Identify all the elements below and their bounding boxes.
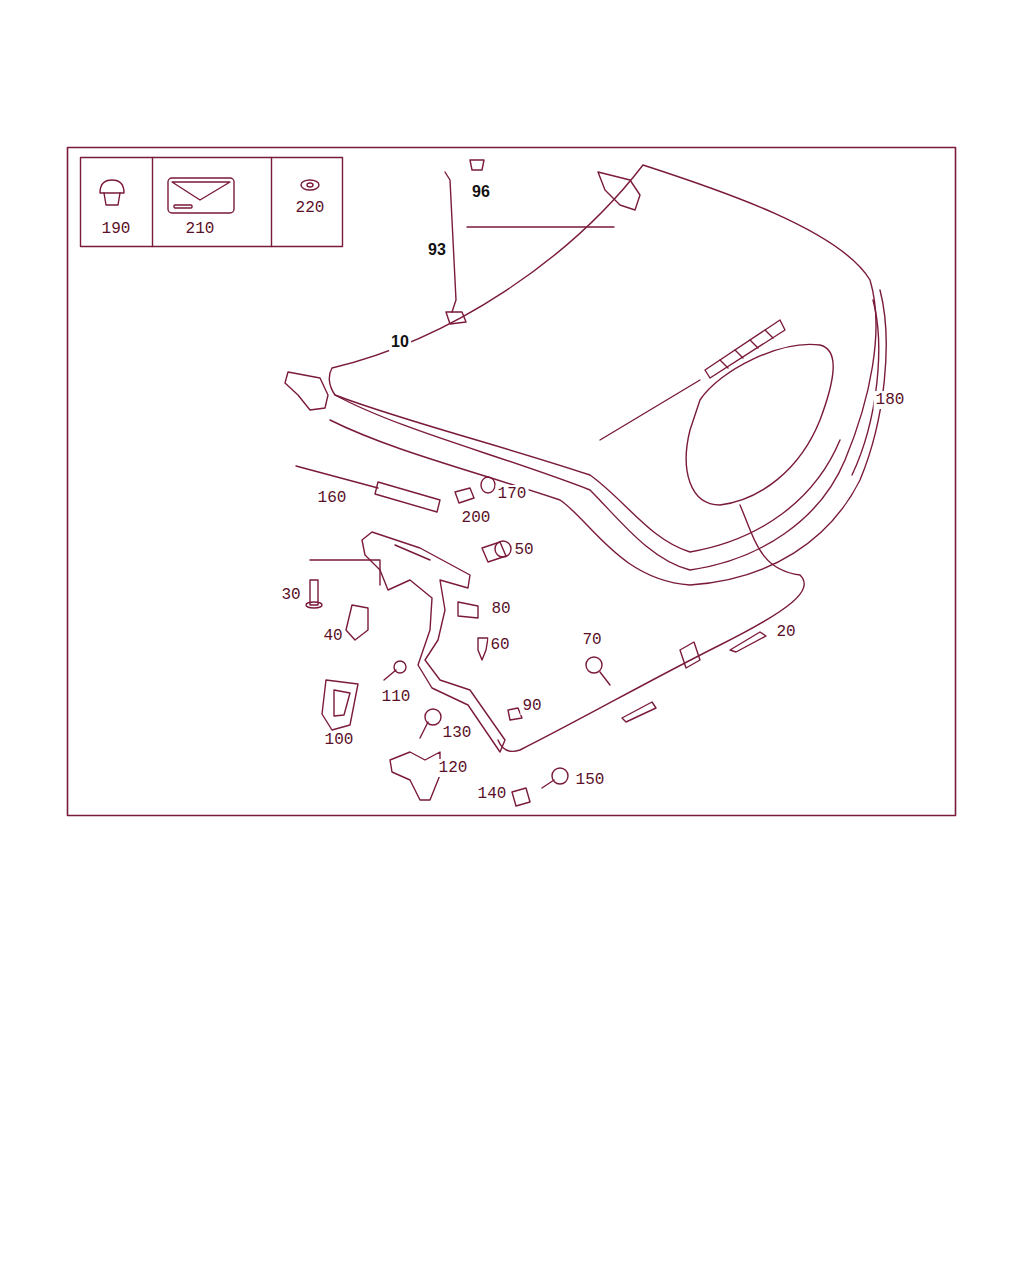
callout-number: 30 xyxy=(279,586,302,604)
washer xyxy=(481,477,495,493)
fasteners xyxy=(306,541,610,806)
callout-number: 90 xyxy=(520,697,543,715)
leader-line xyxy=(310,560,380,585)
callout-number: 100 xyxy=(323,731,356,749)
release-cable xyxy=(498,505,804,751)
callout-number: 96 xyxy=(470,183,492,201)
callout-number: 93 xyxy=(426,241,448,259)
table-cell: 190 xyxy=(81,158,152,246)
hinge-bracket xyxy=(362,532,505,752)
part-number: 210 xyxy=(186,221,215,237)
callout-number: 70 xyxy=(580,631,603,649)
part-number: 220 xyxy=(296,200,325,216)
label-icon xyxy=(168,178,234,213)
gas-spring xyxy=(296,466,440,512)
frame xyxy=(68,148,956,816)
clip xyxy=(730,632,766,652)
callout-number: 80 xyxy=(489,600,512,618)
plug-icon xyxy=(100,180,124,205)
callout-number: 160 xyxy=(316,489,349,507)
callout-number: 110 xyxy=(380,688,413,706)
callout-number: 180 xyxy=(874,391,907,409)
seal xyxy=(330,290,886,585)
callout-number: 200 xyxy=(460,509,493,527)
table-frame xyxy=(81,158,343,247)
bolt xyxy=(455,488,474,503)
grommet-icon xyxy=(301,180,319,190)
callout-number: 60 xyxy=(488,636,511,654)
table-divider xyxy=(271,158,272,247)
callout-number: 120 xyxy=(437,759,470,777)
table-cell: 220 xyxy=(272,158,342,246)
table-cell: 210 xyxy=(153,158,271,246)
callout-number: 40 xyxy=(321,627,344,645)
cable-holder xyxy=(680,642,700,668)
part-number: 190 xyxy=(102,221,131,237)
callout-number: 20 xyxy=(774,623,797,641)
leader-line xyxy=(467,226,614,227)
callout-number: 50 xyxy=(512,541,535,559)
callout-number: 140 xyxy=(476,785,509,803)
table-divider xyxy=(152,158,153,247)
callout-number: 170 xyxy=(496,485,529,503)
callout-number: 150 xyxy=(574,771,607,789)
clip xyxy=(622,702,656,722)
trunk-lid xyxy=(285,165,876,570)
callout-number: 10 xyxy=(389,333,411,351)
callout-number: 130 xyxy=(441,724,474,742)
